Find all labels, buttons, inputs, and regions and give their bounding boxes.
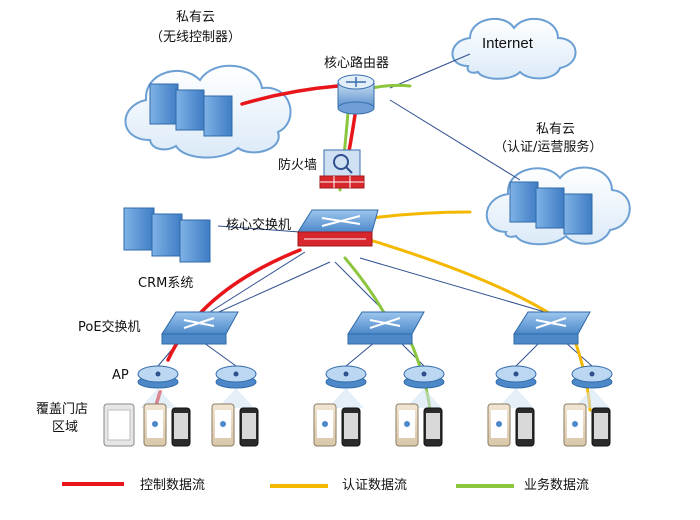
- legend-label-auth: 认证数据流: [342, 478, 408, 493]
- phone-icon: [239, 407, 259, 447]
- poe-switch-label: PoE交换机: [78, 320, 141, 335]
- access-point-icon: [325, 365, 367, 389]
- phones: [143, 403, 611, 447]
- server-icon: [509, 181, 593, 235]
- access-point-icon: [403, 365, 445, 389]
- phone-icon: [487, 403, 511, 447]
- network-links: [157, 53, 593, 367]
- phone-icon: [341, 407, 361, 447]
- tablet-icon: [103, 403, 135, 447]
- switch-icon: [297, 209, 379, 247]
- auth-flow-line: [370, 210, 472, 220]
- server-icon: [149, 83, 233, 137]
- firewall-label: 防火墙: [278, 158, 318, 173]
- business-flow-line: [370, 83, 412, 90]
- core-router-label: 核心路由器: [324, 56, 390, 71]
- access-point-icon: [495, 365, 537, 389]
- private-cloud-title: 私有云: [176, 10, 216, 25]
- private-cloud-subtitle: （无线控制器）: [150, 30, 242, 45]
- switch-icon: [513, 311, 591, 345]
- phone-icon: [143, 403, 167, 447]
- phone-icon: [591, 407, 611, 447]
- access-point-icon: [137, 365, 179, 389]
- coverage-beams: [140, 388, 610, 408]
- phone-icon: [171, 407, 191, 447]
- control-flow-line: [240, 84, 340, 106]
- switch-icon: [347, 311, 425, 345]
- phone-icon: [563, 403, 587, 447]
- access-point-icon: [571, 365, 613, 389]
- legend-label-business: 业务数据流: [524, 478, 590, 493]
- switch-icon: [161, 311, 239, 345]
- internet-label: Internet: [482, 35, 533, 52]
- router-icon: [337, 74, 375, 115]
- phone-icon: [211, 403, 235, 447]
- business-flow-line: [343, 256, 390, 322]
- firewall-icon: [319, 149, 365, 189]
- auth-flow-line: [368, 238, 562, 322]
- cloud-icon: [451, 18, 577, 80]
- ap-label: AP: [112, 368, 129, 383]
- coverage-area-label: 覆盖门店: [36, 402, 89, 417]
- phone-icon: [395, 403, 419, 447]
- private-cloud-title: 私有云: [536, 122, 576, 137]
- core-switch-label: 核心交换机: [226, 218, 292, 233]
- phone-icon: [313, 403, 337, 447]
- phone-icon: [423, 407, 443, 447]
- crm-label: CRM系统: [138, 276, 194, 291]
- server-icon: [123, 207, 211, 263]
- legend-label-control: 控制数据流: [140, 478, 206, 493]
- private-cloud-subtitle: （认证/运营服务）: [494, 140, 603, 155]
- access-point-icon: [215, 365, 257, 389]
- coverage-area-label: 区域: [52, 420, 79, 435]
- phone-icon: [515, 407, 535, 447]
